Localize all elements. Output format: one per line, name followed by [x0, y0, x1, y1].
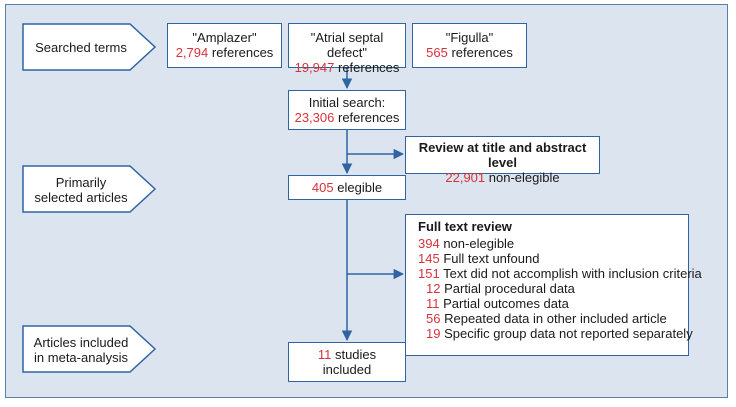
full-text-review-item: 56 Repeated data in other included artic…: [418, 311, 688, 326]
full-text-review-item: 151 Text did not accomplish with inclusi…: [418, 266, 702, 281]
title-abstract-review-box: Review at title and abstract level 22,90…: [405, 136, 600, 185]
studies-included-box: 11 studies included: [288, 342, 406, 382]
full-text-review-item-count: 12: [426, 281, 441, 296]
elegible-count: 405: [311, 180, 334, 195]
elegible-unit: elegible: [337, 180, 383, 195]
stage-arrow-primarily-selected: [22, 165, 157, 213]
stage-label-line-1: Articles included: [33, 335, 129, 350]
stage-label-line-1: Primarily: [55, 175, 107, 190]
full-text-review-item-text: Specific group data not reported separat…: [444, 326, 693, 341]
full-text-review-item: 19 Specific group data not reported sepa…: [418, 326, 693, 341]
initial-search-unit: references: [337, 110, 400, 125]
search-term-box-figulla: "Figulla" 565 references: [412, 23, 527, 68]
search-term-unit: references: [337, 60, 400, 75]
full-text-review-item-count: 151: [418, 266, 440, 281]
title-abstract-review-count: 22,901: [445, 170, 486, 185]
title-abstract-review-title: Review at title and abstract level: [418, 140, 587, 170]
search-term-name: "Figulla": [445, 30, 494, 45]
search-term-name: "Amplazer": [192, 30, 257, 45]
full-text-review-item-count: 394: [418, 236, 440, 251]
stage-label-primarily-selected: Primarily selected articles: [26, 175, 136, 205]
full-text-review-item-count: 56: [426, 311, 441, 326]
elegible-box: 405 elegible: [288, 175, 406, 200]
stage-label-articles-included: Articles included in meta-analysis: [26, 335, 136, 365]
search-term-count: 565: [426, 45, 448, 60]
stage-label-line-2: selected articles: [34, 190, 128, 205]
full-text-review-item: 394 non-elegible: [418, 236, 688, 251]
stage-label-text: Searched terms: [35, 40, 127, 55]
studies-included-unit: studies: [334, 347, 377, 362]
full-text-review-item-text: Full text unfound: [443, 251, 540, 266]
search-term-name: "Atrial septal defect": [310, 30, 384, 60]
full-text-review-item-text: Text did not accomplish with inclusion c…: [443, 266, 702, 281]
initial-search-title: Initial search:: [308, 95, 386, 110]
full-text-review-item: 145 Full text unfound: [418, 251, 688, 266]
full-text-review-item: 12 Partial procedural data: [418, 281, 688, 296]
studies-included-count: 11: [317, 347, 332, 362]
search-term-unit: references: [211, 45, 274, 60]
stage-arrow-articles-included: [22, 325, 157, 373]
stage-arrow-searched-terms: [22, 23, 157, 71]
full-text-review-title: Full text review: [418, 219, 512, 234]
initial-search-box: Initial search: 23,306 references: [288, 90, 406, 130]
full-text-review-item-count: 19: [426, 326, 441, 341]
stage-label-searched-terms: Searched terms: [26, 40, 136, 55]
search-term-box-amplazer: "Amplazer" 2,794 references: [167, 23, 282, 68]
full-text-review-item-count: 11: [426, 296, 440, 311]
full-text-review-item-text: Partial outcomes data: [443, 296, 569, 311]
full-text-review-item: 11 Partial outcomes data: [418, 296, 688, 311]
search-term-count: 19,947: [294, 60, 335, 75]
search-term-count: 2,794: [175, 45, 209, 60]
search-term-box-atrial-septal-defect: "Atrial septal defect" 19,947 references: [288, 23, 406, 75]
studies-included-unit-line-2: included: [322, 362, 372, 377]
initial-search-count: 23,306: [294, 110, 335, 125]
search-term-unit: references: [451, 45, 513, 60]
full-text-review-item-text: Repeated data in other included article: [444, 311, 667, 326]
full-text-review-item-text: Partial procedural data: [444, 281, 575, 296]
stage-label-line-2: in meta-analysis: [34, 350, 128, 365]
full-text-review-item-count: 145: [418, 251, 440, 266]
full-text-review-item-text: non-elegible: [443, 236, 515, 251]
title-abstract-review-unit: non-elegible: [488, 170, 560, 185]
